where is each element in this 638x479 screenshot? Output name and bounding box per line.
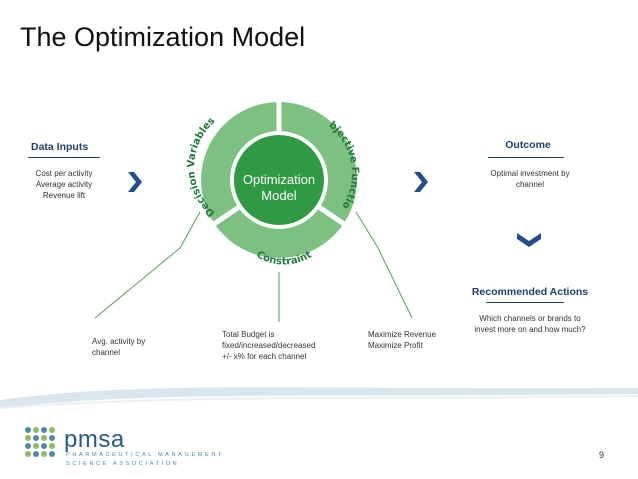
decision-callout-line: Avg. activity by — [92, 337, 146, 346]
pmsa-logo-icon — [25, 427, 55, 457]
data-inputs-list: Cost per activity Average activity Reven… — [20, 168, 108, 201]
chevron-right-icon — [128, 172, 142, 192]
outcome-underline — [488, 157, 564, 158]
data-input-item: Average activity — [35, 180, 93, 189]
decision-callout: Avg. activity by channel — [92, 336, 145, 358]
chevron-down-icon — [517, 233, 541, 247]
outcome-line: channel — [515, 180, 545, 189]
constraint-callout-line: fixed/increased/decreased — [222, 341, 316, 350]
data-inputs-header: Data Inputs — [31, 141, 89, 153]
core-label-line1: Optimization — [243, 172, 315, 187]
outcome-line: Optimal investment by — [490, 169, 570, 178]
page-title: The Optimization Model — [20, 22, 306, 52]
recommended-actions-line: Which channels or brands to — [479, 314, 581, 323]
objective-callout: Maximize Revenue Maximize Profit — [368, 329, 436, 351]
logo-tagline: PHARMACEUTICAL MANAGEMENT — [66, 452, 225, 458]
constraint-callout-line: +/- x% for each channel — [222, 352, 307, 361]
recommended-actions-line: invest more on and how much? — [474, 325, 586, 334]
constraint-callout-line: Total Budget is — [222, 330, 275, 339]
data-input-item: Cost per activity — [35, 169, 93, 178]
objective-callout-line: Maximize Profit — [368, 341, 423, 350]
decision-callout-line: channel — [92, 348, 121, 357]
outcome-header: Outcome — [505, 139, 551, 151]
objective-connector-line — [355, 211, 413, 319]
recommended-actions-text: Which channels or brands to invest more … — [462, 313, 598, 335]
pmsa-logo-text: pmsa — [64, 426, 125, 453]
outcome-text: Optimal investment by channel — [470, 168, 590, 190]
core-circle — [234, 135, 324, 225]
decision-connector-line — [94, 211, 201, 319]
logo-tagline: SCIENCE ASSOCIATION — [66, 461, 180, 467]
data-inputs-underline — [28, 157, 100, 158]
footer-wave — [0, 387, 638, 409]
recommended-actions-underline — [486, 302, 564, 303]
core-label-line2: Model — [261, 188, 297, 203]
constraint-callout: Total Budget is fixed/increased/decrease… — [222, 329, 315, 362]
data-input-item: Revenue lift — [42, 191, 86, 200]
chevron-right-icon — [414, 172, 428, 192]
objective-callout-line: Maximize Revenue — [368, 330, 437, 339]
recommended-actions-header: Recommended Actions — [471, 286, 589, 298]
page-number: 9 — [598, 450, 604, 460]
